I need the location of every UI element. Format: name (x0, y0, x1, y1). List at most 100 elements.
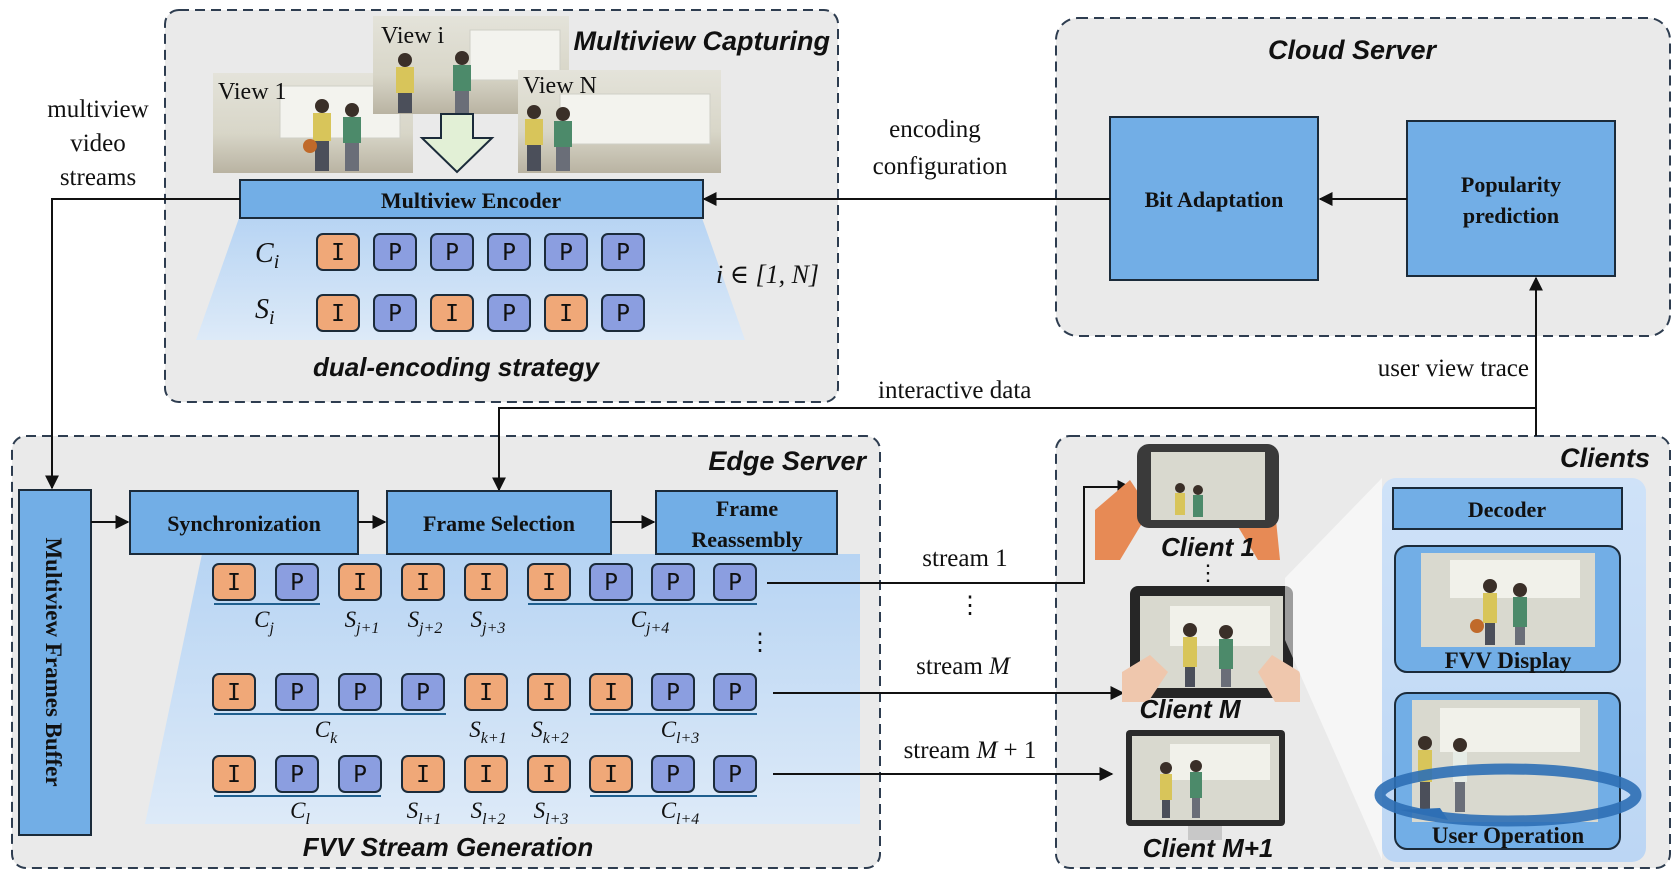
row3-frame-5-letter: I (479, 762, 493, 788)
row1-frame-7-letter: P (604, 570, 618, 596)
user-operation-card (1374, 692, 1642, 850)
client-1-device (1095, 444, 1280, 560)
fvv-display-label: FVV Display (1445, 648, 1572, 673)
row3-label-5: Cl+4 (661, 798, 700, 828)
row1-frame-1-i (212, 563, 256, 601)
row2-label-4: Cl+3 (661, 717, 700, 747)
row1-frame-3-i (338, 563, 382, 601)
row1-frame-1-letter: I (227, 570, 241, 596)
c-i-frame-6-letter: P (616, 240, 630, 266)
row2-frame-1-i (212, 673, 256, 711)
capture-panel-title: Multiview Capturing (574, 26, 831, 56)
client-zoom-callout (1285, 478, 1382, 860)
row2-frame-2-letter: P (290, 680, 304, 706)
row2-frame-5-i (464, 673, 508, 711)
row3-frame-6-i (527, 755, 571, 793)
frame-reassembly-line1: Frame (716, 496, 779, 521)
row3-label-4: Sl+3 (534, 798, 569, 828)
decoder-box (1392, 487, 1623, 530)
user-operation-label: User Operation (1432, 823, 1584, 848)
row1-frame-5-i (464, 563, 508, 601)
s-i-frame-4-p (487, 294, 531, 332)
row3-frame-5-i (464, 755, 508, 793)
view-i-label: View i (381, 23, 445, 49)
s-i-frame-2-letter: P (388, 301, 402, 327)
edge-panel-title: Edge Server (708, 446, 867, 476)
bit-adaptation-label: Bit Adaptation (1145, 187, 1284, 212)
frame-selection-label: Frame Selection (423, 511, 575, 536)
row2-frame-7-i (589, 673, 633, 711)
multiview-streams-line3: streams (60, 164, 136, 191)
stream-row-3-labels: Cl Sl+1 Sl+2 Sl+3 Cl+4 (214, 795, 757, 828)
row1-frame-4-i (401, 563, 445, 601)
row2-frame-8-letter: P (666, 680, 680, 706)
row1-frame-6-letter: I (542, 570, 556, 596)
view-i-photo: View i (373, 16, 569, 114)
s-i-frame-3-i (430, 294, 474, 332)
row2-frame-4-letter: P (416, 680, 430, 706)
popularity-label-line2: prediction (1463, 203, 1559, 228)
row3-frame-6-letter: I (542, 762, 556, 788)
row1-frame-8-letter: P (666, 570, 680, 596)
row1-frame-2-letter: P (290, 570, 304, 596)
c-i-frame-3-letter: P (445, 240, 459, 266)
multiview-streams-line1: multiview (47, 96, 148, 123)
cloud-panel-title: Cloud Server (1268, 35, 1438, 65)
row3-label-1: Cl (290, 798, 310, 828)
row2-frame-8-p (651, 673, 695, 711)
row1-frame-9-letter: P (728, 570, 742, 596)
multiview-frames-buffer-box (18, 489, 92, 836)
c-i-row-label: Ci (255, 238, 279, 273)
row1-frame-4-letter: I (416, 570, 430, 596)
frame-reassembly-line2: Reassembly (691, 527, 802, 552)
s-i-frame-5-i (544, 294, 588, 332)
row2-frame-9-letter: P (728, 680, 742, 706)
interactive-data-line (492, 407, 1536, 492)
row2-frame-7-letter: I (604, 680, 618, 706)
row2-frame-3-p (338, 673, 382, 711)
c-i-frame-2-letter: P (388, 240, 402, 266)
row2-frame-3-letter: P (353, 680, 367, 706)
stream-1-label: stream 1 (922, 545, 1007, 572)
index-range-label: i ∈ [1, N] (716, 260, 819, 289)
row2-frame-4-p (401, 673, 445, 711)
bit-adaptation-box (1109, 116, 1319, 281)
row3-frame-8-letter: P (666, 762, 680, 788)
fvv-stream-generation-label: FVV Stream Generation (303, 832, 593, 862)
s-i-frame-1-i (316, 294, 360, 332)
c-i-frame-5-p (544, 233, 588, 271)
c-i-frame-2-p (373, 233, 417, 271)
row1-frame-8-p (651, 563, 695, 601)
user-view-trace-label: user view trace (1378, 355, 1529, 382)
synchronization-label: Synchronization (167, 511, 321, 536)
s-i-frame-2-p (373, 294, 417, 332)
row3-label-2: Sl+1 (407, 798, 442, 828)
row3-frame-7-i (589, 755, 633, 793)
row1-label-3: Sj+2 (408, 607, 443, 637)
row3-frame-3-letter: P (353, 762, 367, 788)
row1-frame-5-letter: I (479, 570, 493, 596)
encoding-config-line1: encoding (889, 116, 981, 143)
s-i-frame-5-letter: I (559, 301, 573, 327)
c-i-frame-6-p (601, 233, 645, 271)
capture-down-arrow-icon (419, 113, 495, 174)
client-1-label: Client 1 (1161, 532, 1255, 562)
view-n-photo: View N (518, 70, 721, 173)
row1-frame-3-letter: I (353, 570, 367, 596)
row3-frame-4-i (401, 755, 445, 793)
row1-frame-2-p (275, 563, 319, 601)
dual-encoding-strategy-label: dual-encoding strategy (313, 352, 601, 382)
stream-ellipsis: ⋮ (958, 593, 982, 619)
row3-label-3: Sl+2 (471, 798, 506, 828)
row3-frame-4-letter: I (416, 762, 430, 788)
row1-frame-6-i (527, 563, 571, 601)
stream-1-arrow (767, 480, 1132, 584)
row1-frame-9-p (713, 563, 757, 601)
row1-frame-7-p (589, 563, 633, 601)
popularity-prediction-box (1406, 120, 1616, 277)
row2-frame-6-letter: I (542, 680, 556, 706)
